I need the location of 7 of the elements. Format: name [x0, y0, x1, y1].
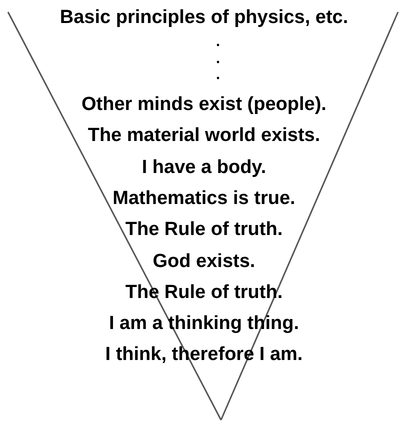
heading-text: Basic principles of physics, etc. — [60, 7, 348, 29]
statement-text: I have a body. — [142, 157, 266, 179]
statement-text: God exists. — [152, 251, 256, 273]
statement-text: The material world exists. — [88, 125, 320, 147]
statement-text: Mathematics is true. — [112, 188, 296, 210]
statement-text: The Rule of truth. — [125, 219, 283, 241]
statement-text: Other minds exist (people). — [82, 94, 326, 116]
